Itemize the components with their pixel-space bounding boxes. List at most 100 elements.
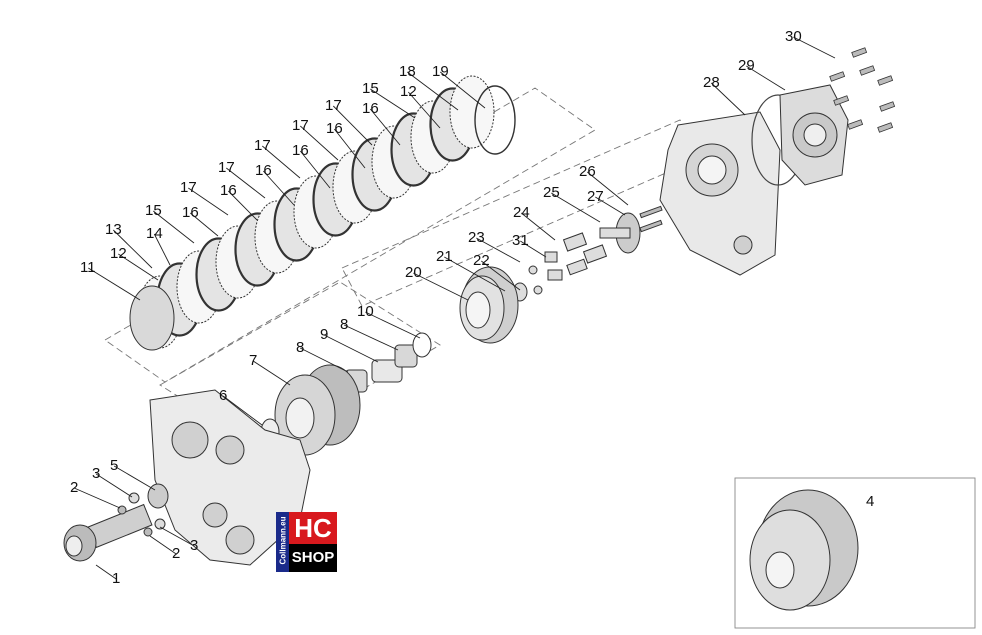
callout-c16c: 16 bbox=[255, 162, 295, 206]
callout-number: 13 bbox=[105, 221, 122, 238]
callout-c17b: 17 bbox=[218, 159, 266, 199]
callout-number: 17 bbox=[292, 117, 309, 134]
callout-c8a: 8 bbox=[296, 339, 349, 373]
callout-leader bbox=[595, 196, 626, 216]
callout-c27: 27 bbox=[587, 188, 626, 216]
callout-number: 16 bbox=[362, 100, 379, 117]
callout-number: 20 bbox=[405, 264, 422, 281]
callout-number: 8 bbox=[296, 339, 304, 356]
callout-leader bbox=[262, 145, 301, 179]
callout-leader bbox=[333, 128, 366, 169]
wire-ring bbox=[474, 85, 516, 155]
callout-leader bbox=[365, 311, 421, 339]
callout-c6: 6 bbox=[219, 387, 263, 426]
callout-number: 23 bbox=[468, 229, 485, 246]
callout-leader bbox=[370, 88, 416, 119]
callout-c31: 31 bbox=[512, 232, 547, 258]
callout-number: 16 bbox=[182, 204, 199, 221]
callout-number: 18 bbox=[399, 63, 416, 80]
callout-c17e: 17 bbox=[325, 97, 373, 146]
callout-number: 26 bbox=[579, 163, 596, 180]
callout-number: 15 bbox=[362, 80, 379, 97]
callout-c28: 28 bbox=[703, 74, 746, 116]
callout-leader bbox=[299, 347, 349, 373]
callout-leader bbox=[222, 395, 263, 426]
callout-number: 28 bbox=[703, 74, 720, 91]
clutch-plate-stack bbox=[129, 75, 516, 351]
callout-c16b: 16 bbox=[220, 182, 258, 221]
callout-number: 29 bbox=[738, 57, 755, 74]
callout-number: 10 bbox=[357, 303, 374, 320]
callout-c4: 4 bbox=[866, 493, 874, 510]
callout-number: 3 bbox=[190, 537, 198, 554]
output-shaft bbox=[63, 503, 153, 562]
callout-c13: 13 bbox=[105, 221, 153, 269]
callout-c26: 26 bbox=[579, 163, 629, 206]
clutch-hub bbox=[459, 266, 519, 344]
callout-leader bbox=[95, 564, 117, 580]
callout-number: 2 bbox=[70, 479, 78, 496]
cover-plate bbox=[779, 84, 849, 186]
callout-leader bbox=[793, 36, 836, 59]
callout-c24: 24 bbox=[513, 204, 556, 241]
callout-leader bbox=[113, 465, 156, 491]
callout-number: 17 bbox=[218, 159, 235, 176]
callout-leader bbox=[521, 212, 556, 241]
callout-c9: 9 bbox=[320, 326, 379, 363]
callout-number: 27 bbox=[587, 188, 604, 205]
callout-leader bbox=[440, 71, 486, 109]
callout-c2a: 2 bbox=[70, 479, 121, 509]
callout-number: 17 bbox=[180, 179, 197, 196]
callout-c15b: 15 bbox=[362, 80, 416, 119]
callout-number: 2 bbox=[172, 545, 180, 562]
pressure-disc bbox=[129, 285, 175, 351]
callout-leader bbox=[159, 526, 195, 547]
callout-number: 16 bbox=[220, 182, 237, 199]
callout-c14: 14 bbox=[146, 225, 171, 266]
callout-leader bbox=[252, 360, 291, 386]
callout-leader bbox=[587, 171, 629, 206]
callout-leader bbox=[407, 91, 441, 129]
callout-number: 17 bbox=[254, 137, 271, 154]
inset-frame bbox=[734, 477, 976, 629]
watermark-side-band: Collmann.eu bbox=[276, 512, 289, 572]
callout-leader bbox=[188, 187, 229, 216]
callout-c2b: 2 bbox=[149, 535, 180, 562]
callout-number: 15 bbox=[145, 202, 162, 219]
callout-leader bbox=[88, 267, 141, 301]
callout-number: 1 bbox=[112, 570, 120, 587]
callout-number: 9 bbox=[320, 326, 328, 343]
callout-leader bbox=[190, 212, 219, 237]
callout-leader bbox=[149, 535, 177, 555]
callout-c10: 10 bbox=[357, 303, 421, 339]
callout-number: 21 bbox=[436, 248, 453, 265]
callout-number: 17 bbox=[325, 97, 342, 114]
callout-number: 19 bbox=[432, 63, 449, 80]
callout-c11: 11 bbox=[80, 259, 141, 301]
callout-leader bbox=[551, 192, 601, 223]
callout-leader bbox=[226, 167, 266, 199]
callout-leader bbox=[407, 71, 459, 111]
callout-c30: 30 bbox=[785, 28, 836, 59]
callout-c3b: 3 bbox=[159, 526, 198, 554]
callout-number: 16 bbox=[255, 162, 272, 179]
pressure-plate bbox=[599, 205, 663, 254]
callout-c16d: 16 bbox=[292, 142, 331, 189]
callout-number: 25 bbox=[543, 184, 560, 201]
callout-number: 11 bbox=[80, 259, 96, 276]
hc-shop-watermark: Collmann.eu HC SHOP bbox=[276, 512, 337, 572]
callout-c20: 20 bbox=[405, 264, 469, 301]
callout-c29: 29 bbox=[738, 57, 786, 91]
callout-number: 7 bbox=[249, 352, 257, 369]
callout-c1: 1 bbox=[95, 564, 120, 587]
needle-bearings bbox=[344, 332, 432, 393]
callout-leader bbox=[710, 82, 746, 116]
callout-leader bbox=[369, 108, 401, 146]
callout-leader bbox=[118, 253, 159, 281]
callout-number: 16 bbox=[292, 142, 309, 159]
callout-leader bbox=[299, 125, 339, 161]
callout-c17d: 17 bbox=[292, 117, 339, 161]
callout-c18: 18 bbox=[399, 63, 459, 111]
callout-c16a: 16 bbox=[182, 204, 219, 237]
